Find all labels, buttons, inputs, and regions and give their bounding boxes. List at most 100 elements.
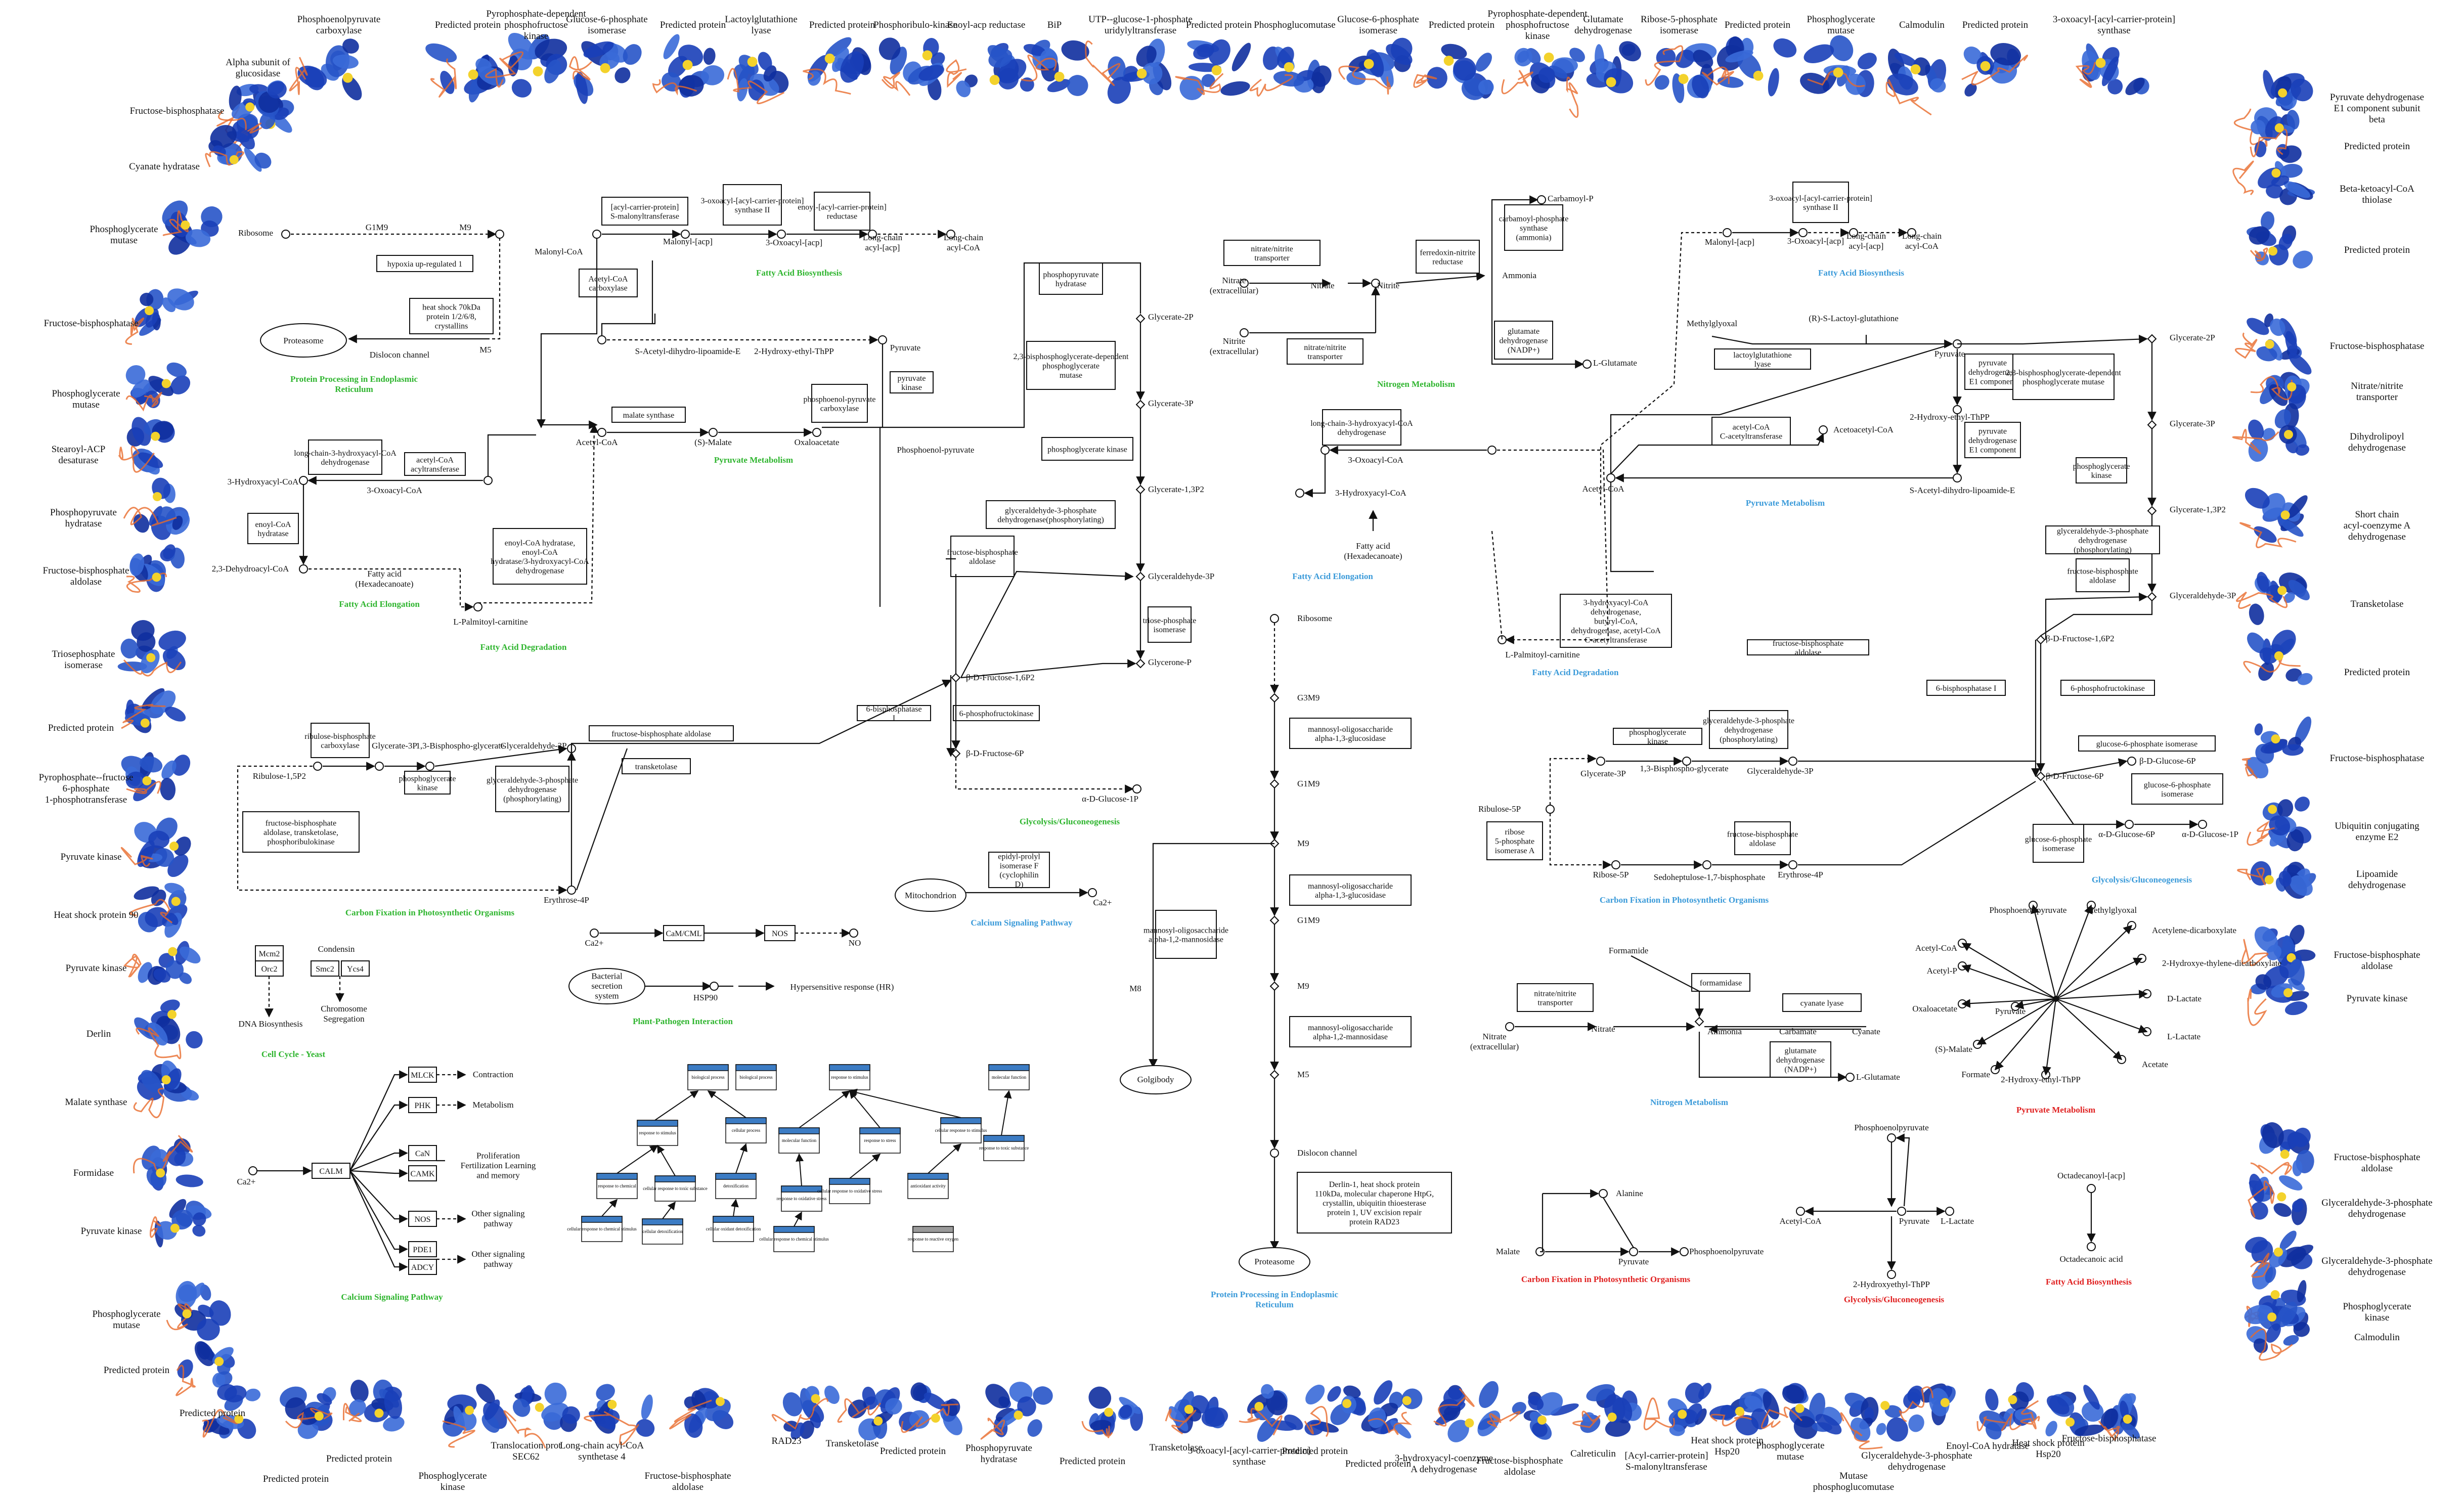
reaction-node — [2147, 592, 2157, 602]
enzyme-box — [308, 439, 382, 475]
enzyme-label: [acyl-carrier-protein]S-malonyltransfera… — [610, 203, 679, 221]
reaction-edge — [1491, 195, 1538, 276]
label: 1,3-Bisphospho-glycerate — [1640, 764, 1728, 773]
reaction-edge — [1491, 276, 1584, 369]
enzyme-label: NOS — [414, 1215, 430, 1224]
protein-name: Predicted protein — [1282, 1446, 1348, 1457]
reaction-edge — [349, 1170, 408, 1223]
protein-name: Predicted protein — [880, 1446, 946, 1457]
protein-structure-icon — [202, 1384, 261, 1439]
label: Oxaloacetate — [795, 437, 840, 447]
reaction-edge — [601, 314, 656, 335]
label: (R)-S-Lactoyl-glutathione — [1809, 314, 1899, 323]
protein-structure-icon — [117, 620, 186, 677]
reaction-edge — [1961, 998, 2056, 1008]
label: Phosphoenol-pyruvate — [897, 445, 975, 455]
enzyme-box — [404, 771, 451, 795]
label: Alanine — [1616, 1188, 1643, 1198]
enzyme-box — [1691, 973, 1750, 992]
reaction-edge — [1603, 1197, 1634, 1248]
metabolite-node — [1546, 805, 1555, 814]
protein-name: Phosphoglucomutase — [1254, 20, 1336, 30]
reaction-edge — [459, 569, 474, 611]
enzyme-label: PHK — [414, 1102, 430, 1110]
label: Ca2+ — [237, 1177, 256, 1186]
metabolite-node — [1845, 1073, 1855, 1082]
reaction-edge — [1149, 843, 1274, 1068]
enzyme-box — [2076, 457, 2127, 483]
metabolite-node — [425, 762, 434, 771]
protein-name: Predicted protein — [48, 723, 114, 733]
protein-structure-icon — [2250, 353, 2312, 410]
reaction-edge — [478, 424, 599, 604]
label: Formate — [1961, 1070, 1990, 1079]
label: Ribosome — [238, 228, 273, 238]
enzyme-box — [1782, 993, 1862, 1012]
protein-structure-icon — [1487, 1391, 1579, 1440]
enzyme-box — [1770, 1041, 1831, 1078]
label: Ribose-5P — [1593, 870, 1629, 879]
label: Glyceraldehyde-3P — [500, 741, 566, 751]
enzyme-box — [1416, 240, 1480, 274]
label: M5 — [479, 345, 492, 355]
enzyme-label: CaM/CML — [666, 930, 701, 938]
pathway-title: Plant-Pathogen Interaction — [633, 1017, 733, 1026]
protein-structure-icon — [1413, 43, 1494, 100]
enzyme-box — [988, 852, 1050, 888]
label: Pyruvate — [1618, 1257, 1649, 1266]
label: 2,3-Dehydroacyl-CoA — [212, 564, 289, 574]
label: Ammonia — [1707, 1027, 1742, 1036]
reaction-node — [1135, 314, 1146, 324]
label: Erythrose-4P — [1778, 870, 1823, 879]
label: L-Glutamate — [1856, 1072, 1900, 1082]
reaction-edge — [1698, 1032, 1847, 1082]
label: Glycerate-3P — [372, 741, 417, 751]
enzyme-box — [2078, 735, 2216, 752]
go-term-label: biological process — [691, 1075, 725, 1080]
reaction-edge — [1497, 449, 1609, 644]
label: Nitrite — [1377, 281, 1399, 290]
protein-structure-icon — [503, 1382, 580, 1449]
protein-structure-icon — [133, 1135, 203, 1191]
metabolite-node — [1702, 860, 1711, 869]
enzyme-label: CAMK — [410, 1170, 434, 1178]
protein-structure-icon — [120, 817, 191, 877]
label: L-Lactate — [2167, 1032, 2201, 1041]
label: Acetyl-P — [1927, 966, 1957, 976]
protein-name: Predicted protein — [809, 20, 875, 30]
reaction-edge — [570, 679, 952, 753]
metabolite-node — [1907, 228, 1916, 237]
metabolite-node — [1537, 195, 1546, 204]
reaction-edge — [349, 1100, 408, 1171]
label: Pyruvate — [1934, 349, 1965, 359]
protein-name: Fructose-bisphosphatase — [2330, 753, 2425, 764]
protein-structure-icon — [1249, 46, 1332, 97]
protein-structure-icon — [123, 941, 201, 985]
proteasome-node — [260, 323, 347, 358]
enzyme-label: 3-oxoacyl-[acyl-carrier-protein]synthase… — [1769, 194, 1872, 212]
enzyme-label: CALM — [319, 1167, 342, 1176]
protein-structure-icon — [2020, 1385, 2104, 1437]
protein-name: Predicted protein — [326, 1453, 392, 1464]
label: Glycerate-2P — [1148, 312, 1194, 322]
metabolite-node — [590, 929, 599, 938]
label: Hypersensitive response (HR) — [790, 982, 894, 992]
metabolite-node — [1819, 425, 1828, 434]
